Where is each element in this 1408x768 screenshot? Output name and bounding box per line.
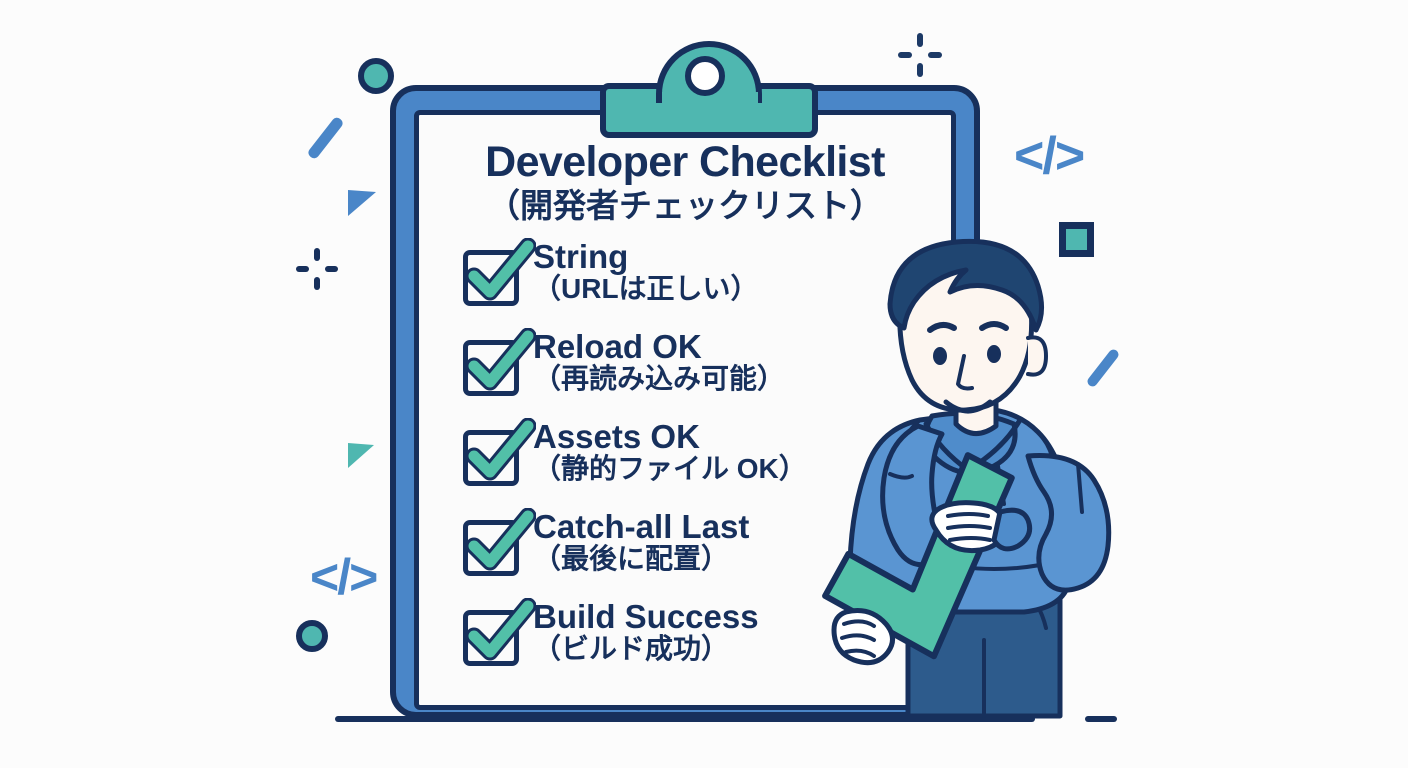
- check-mark-icon: [465, 508, 536, 571]
- teal-square-decoration-right: [1059, 222, 1094, 257]
- checklist-item[interactable]: Reload OK （再読み込み可能）: [455, 328, 935, 410]
- checklist-item-text: Assets OK （静的ファイル OK）: [533, 418, 807, 484]
- checklist: String （URLは正しい） Reload OK （再読み込み可能）: [455, 238, 935, 688]
- checklist-item-label: Build Success: [533, 598, 759, 635]
- ground-line-left: [335, 716, 1035, 722]
- blue-triangle-decoration-left: [348, 190, 376, 216]
- checklist-item[interactable]: Assets OK （静的ファイル OK）: [455, 418, 935, 500]
- checklist-item-sublabel: （URLは正しい）: [533, 272, 759, 304]
- checklist-item-sublabel: （ビルド成功）: [533, 632, 730, 664]
- check-mark-icon: [465, 238, 536, 301]
- checklist-item-label: Reload OK: [533, 328, 702, 365]
- checkbox-checked[interactable]: [455, 238, 536, 314]
- checklist-item[interactable]: String （URLは正しい）: [455, 238, 935, 320]
- checkbox-checked[interactable]: [455, 598, 536, 674]
- checklist-title-block: Developer Checklist （開発者チェックリスト）: [414, 138, 956, 225]
- checklist-item-text: String （URLは正しい）: [533, 238, 759, 304]
- checklist-item-text: Catch-all Last （最後に配置）: [533, 508, 749, 574]
- checklist-item[interactable]: Catch-all Last （最後に配置）: [455, 508, 935, 590]
- developer-character-illustration: [822, 238, 1112, 719]
- navy-plus-decoration-left: [296, 248, 338, 290]
- teal-circle-decoration-top-left: [358, 58, 394, 94]
- clipboard-clip-hole: [685, 56, 725, 96]
- checkbox-checked[interactable]: [455, 328, 536, 404]
- page-title: Developer Checklist: [485, 138, 885, 186]
- checklist-item-text: Build Success （ビルド成功）: [533, 598, 759, 664]
- checklist-item-sublabel: （最後に配置）: [533, 542, 730, 574]
- checklist-item-sublabel: （静的ファイル OK）: [533, 452, 807, 484]
- checkbox-checked[interactable]: [455, 508, 536, 584]
- check-mark-icon: [465, 418, 536, 481]
- checklist-item-text: Reload OK （再読み込み可能）: [533, 328, 785, 394]
- checkbox-checked[interactable]: [455, 418, 536, 494]
- page-subtitle: （開発者チェックリスト）: [487, 187, 883, 225]
- checklist-item-label: Catch-all Last: [533, 508, 750, 545]
- checklist-item-label: String: [533, 238, 629, 275]
- ground-line-right: [1085, 716, 1117, 722]
- navy-plus-decoration-top-right: [898, 33, 942, 77]
- blue-slash-decoration-upper-left: [306, 115, 345, 161]
- code-glyph-decoration-right: </>: [1014, 127, 1085, 185]
- teal-circle-decoration-bottom-left: [296, 620, 328, 652]
- checklist-item-sublabel: （再読み込み可能）: [533, 362, 786, 394]
- check-mark-icon: [465, 598, 536, 661]
- check-mark-icon: [465, 328, 536, 391]
- checklist-item[interactable]: Build Success （ビルド成功）: [455, 598, 935, 680]
- teal-triangle-decoration-left: [348, 443, 374, 468]
- checklist-item-label: Assets OK: [533, 418, 700, 455]
- code-glyph-decoration-left: </>: [310, 549, 378, 605]
- clipboard-clip-cover: [662, 92, 758, 108]
